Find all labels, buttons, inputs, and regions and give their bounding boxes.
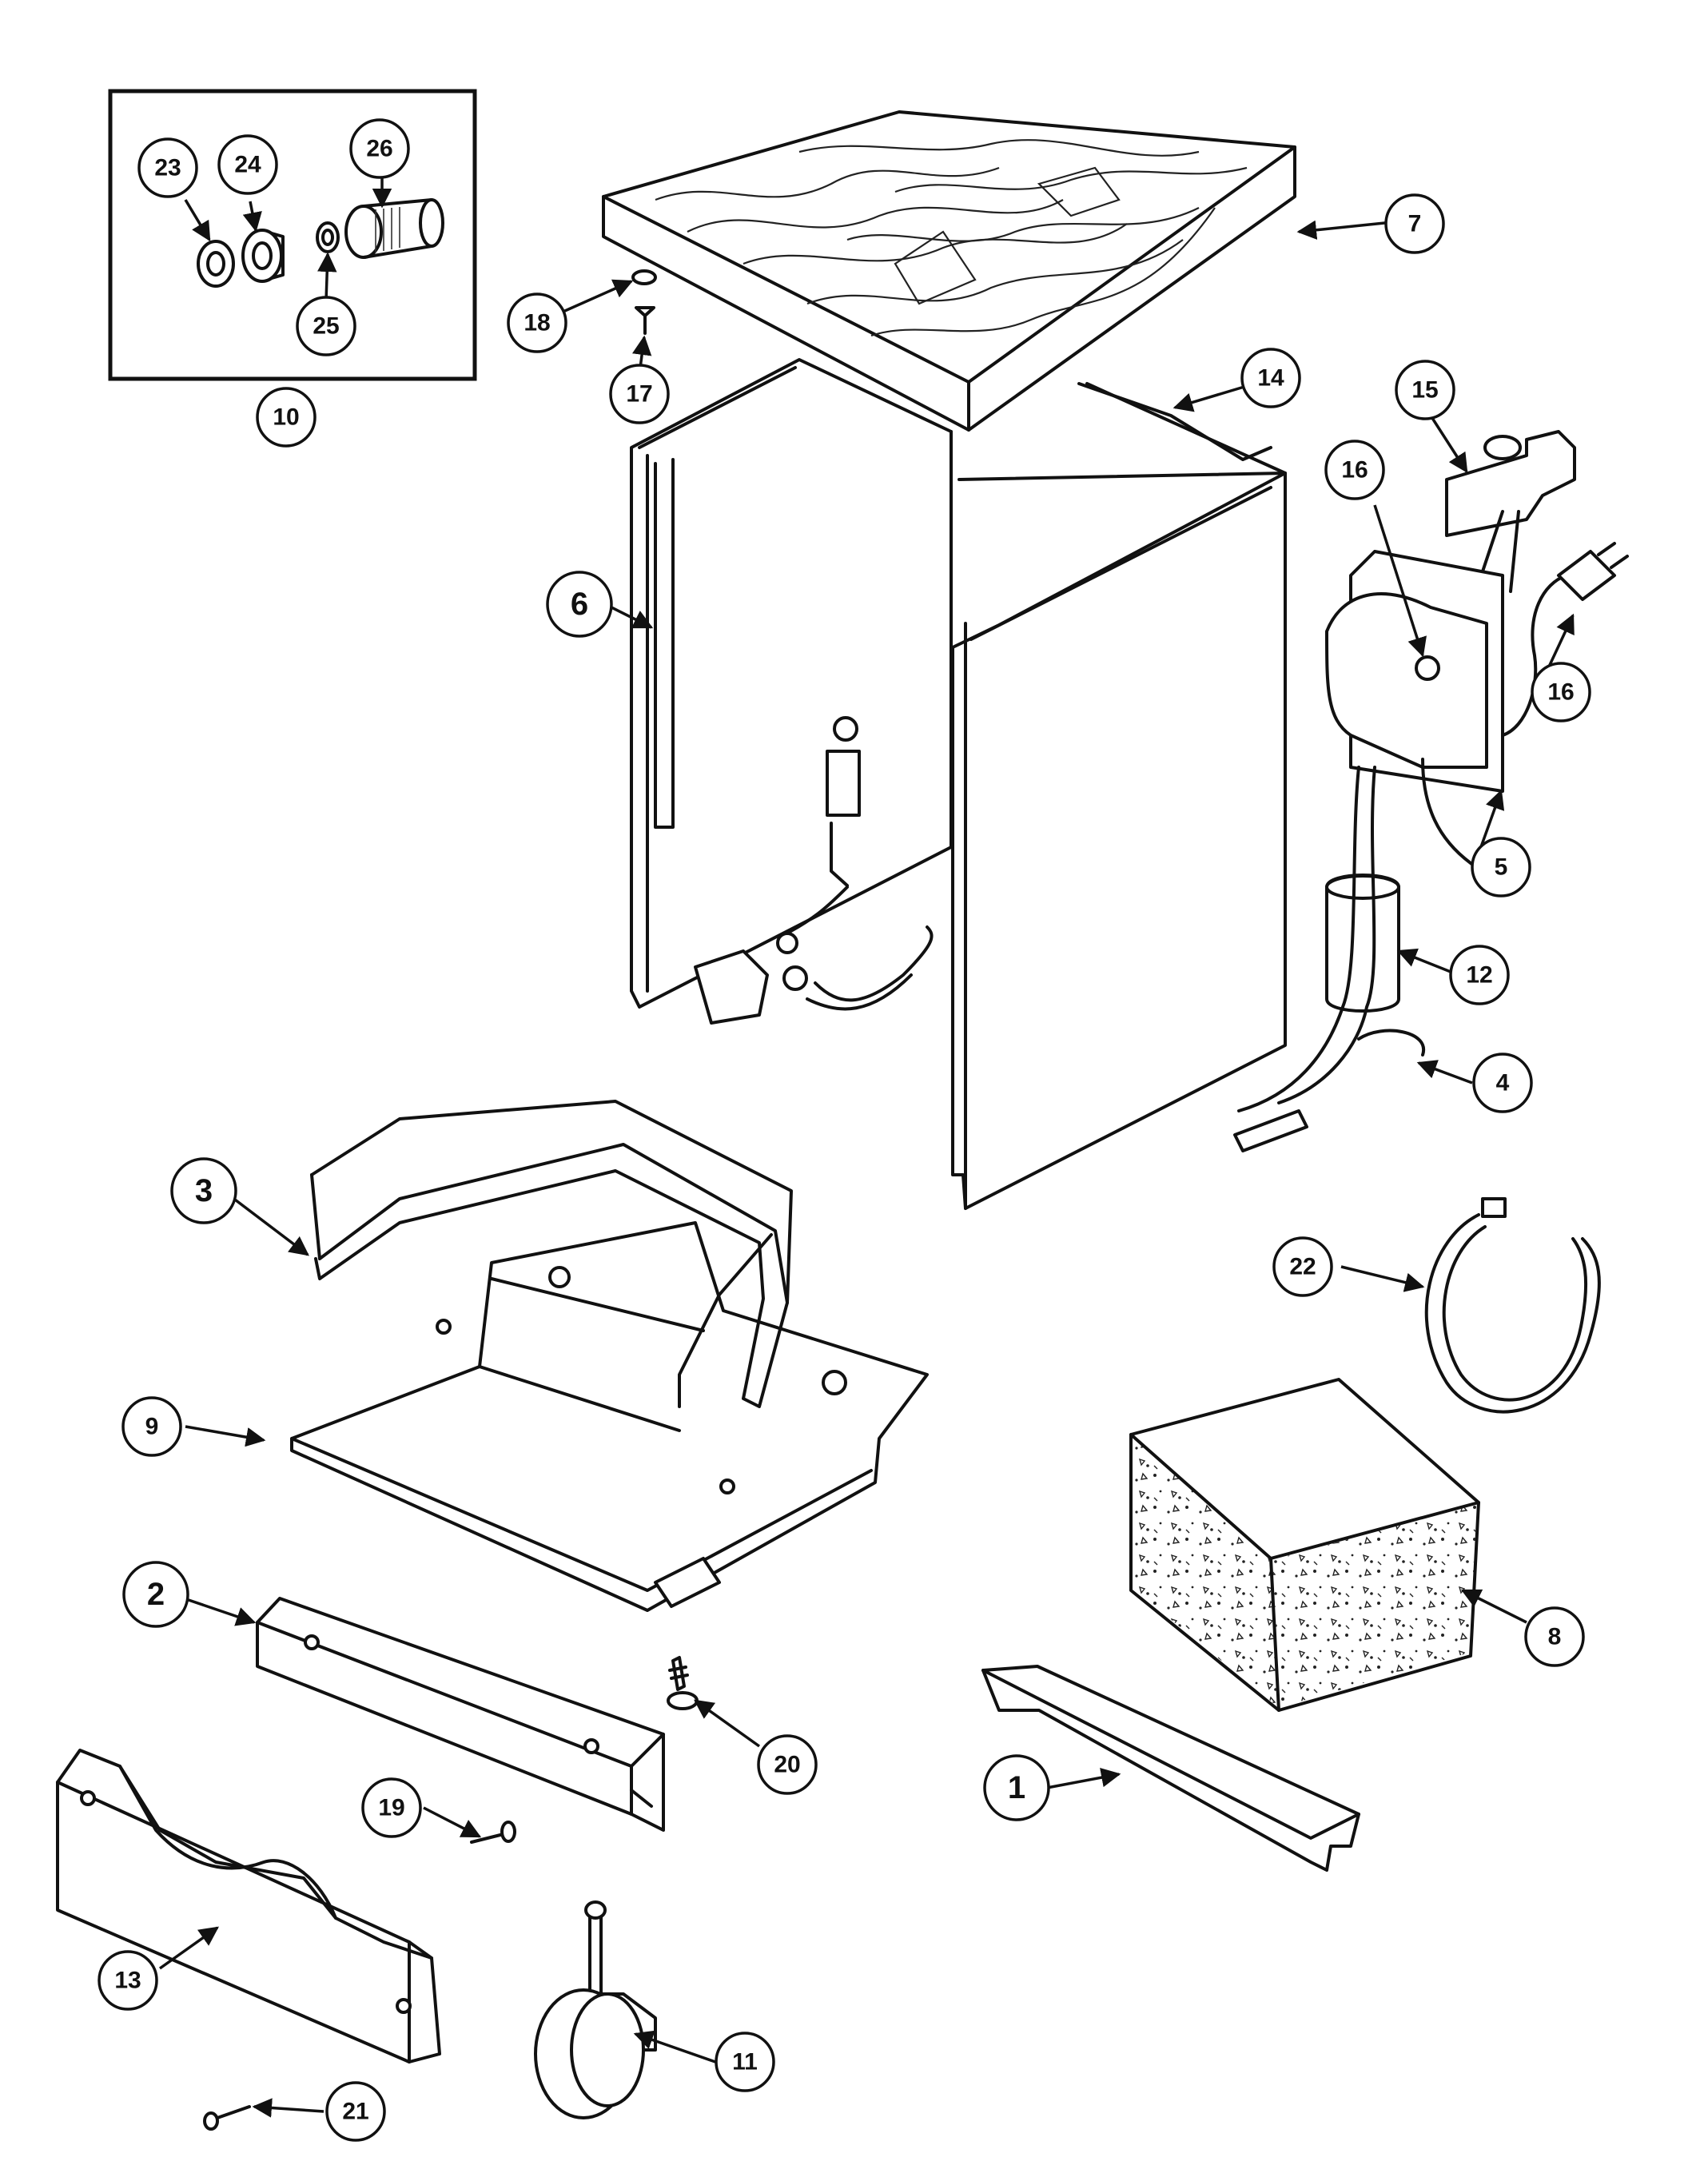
svg-text:15: 15 bbox=[1411, 377, 1438, 404]
svg-text:5: 5 bbox=[1495, 854, 1508, 881]
svg-text:9: 9 bbox=[145, 1414, 159, 1440]
callout-6: 6 bbox=[546, 571, 613, 638]
svg-text:18: 18 bbox=[524, 310, 550, 336]
callout-2: 2 bbox=[122, 1561, 189, 1628]
callout-17: 17 bbox=[609, 364, 670, 424]
callout-3: 3 bbox=[170, 1157, 237, 1224]
svg-text:7: 7 bbox=[1408, 211, 1422, 237]
svg-text:16: 16 bbox=[1547, 679, 1574, 706]
part-5-hose-cord-bracket bbox=[1325, 550, 1504, 793]
svg-text:21: 21 bbox=[342, 2099, 368, 2125]
svg-text:11: 11 bbox=[732, 2049, 758, 2075]
svg-text:19: 19 bbox=[378, 1795, 404, 1821]
callout-14: 14 bbox=[1240, 348, 1301, 408]
part-11-caster bbox=[534, 1900, 657, 2119]
callout-7: 7 bbox=[1384, 193, 1445, 254]
callout-20: 20 bbox=[757, 1734, 818, 1795]
part-4-hose-clamp bbox=[1233, 766, 1426, 1152]
callout-1: 1 bbox=[983, 1754, 1050, 1821]
part-1-bracket bbox=[981, 1665, 1360, 1872]
callout-9: 9 bbox=[121, 1396, 182, 1457]
svg-text:14: 14 bbox=[1257, 365, 1284, 392]
callout-13: 13 bbox=[98, 1950, 158, 2011]
callout-25: 25 bbox=[296, 296, 356, 356]
svg-text:24: 24 bbox=[234, 152, 261, 178]
part-3-support-strap bbox=[310, 1100, 793, 1408]
callout-22: 22 bbox=[1272, 1236, 1333, 1297]
svg-text:6: 6 bbox=[571, 587, 588, 622]
callout-18: 18 bbox=[507, 293, 567, 353]
callout-12: 12 bbox=[1449, 945, 1510, 1005]
part-2-rear-rail bbox=[256, 1597, 665, 1832]
svg-text:16: 16 bbox=[1341, 457, 1368, 484]
svg-text:3: 3 bbox=[195, 1173, 213, 1208]
part-26-faucet-adapter bbox=[344, 198, 444, 259]
svg-text:17: 17 bbox=[626, 381, 652, 408]
callout-21: 21 bbox=[325, 2081, 386, 2142]
part-14-cabinet-wrapper bbox=[950, 382, 1287, 1210]
svg-text:10: 10 bbox=[273, 404, 299, 431]
svg-text:23: 23 bbox=[154, 155, 181, 181]
svg-text:13: 13 bbox=[114, 1968, 141, 1994]
callout-24: 24 bbox=[217, 134, 278, 195]
callout-5: 5 bbox=[1471, 837, 1531, 897]
callout-16-upper: 16 bbox=[1324, 440, 1385, 500]
part-9-base-plate bbox=[290, 1221, 929, 1612]
callout-19: 19 bbox=[361, 1777, 422, 1838]
part-18-plug-button bbox=[631, 269, 657, 285]
callout-16-lower: 16 bbox=[1531, 662, 1591, 722]
callout-4: 4 bbox=[1472, 1053, 1533, 1113]
part-12-insulation-sleeve bbox=[1325, 874, 1400, 1013]
callout-10: 10 bbox=[256, 387, 317, 448]
svg-text:26: 26 bbox=[366, 136, 392, 162]
callout-23: 23 bbox=[137, 137, 198, 198]
svg-text:1: 1 bbox=[1008, 1770, 1025, 1805]
inset-box-faucet-adapter bbox=[108, 89, 477, 381]
part-17-screw bbox=[635, 306, 655, 335]
part-20-screw bbox=[667, 1656, 699, 1710]
part-22-hose-clamp bbox=[1424, 1197, 1601, 1414]
part-23-washer bbox=[197, 240, 235, 288]
svg-text:8: 8 bbox=[1548, 1624, 1562, 1650]
callout-26: 26 bbox=[349, 118, 410, 179]
callout-15: 15 bbox=[1395, 360, 1455, 420]
part-7-wood-top bbox=[602, 110, 1296, 432]
part-8-foam-block bbox=[1129, 1378, 1480, 1712]
svg-text:4: 4 bbox=[1496, 1070, 1510, 1096]
part-6-cabinet-back bbox=[630, 358, 953, 1025]
svg-text:2: 2 bbox=[147, 1577, 165, 1612]
svg-text:25: 25 bbox=[313, 313, 339, 340]
part-19-screw bbox=[470, 1821, 516, 1844]
callout-8: 8 bbox=[1524, 1606, 1585, 1667]
part-21-screw bbox=[203, 2105, 251, 2131]
svg-text:22: 22 bbox=[1289, 1254, 1316, 1280]
svg-text:12: 12 bbox=[1466, 962, 1492, 989]
svg-text:20: 20 bbox=[774, 1752, 800, 1778]
part-25-o-ring bbox=[316, 221, 340, 253]
part-13-front-channel bbox=[56, 1749, 441, 2064]
part-24-coupling-nut bbox=[241, 229, 285, 283]
callout-11: 11 bbox=[715, 2032, 775, 2092]
